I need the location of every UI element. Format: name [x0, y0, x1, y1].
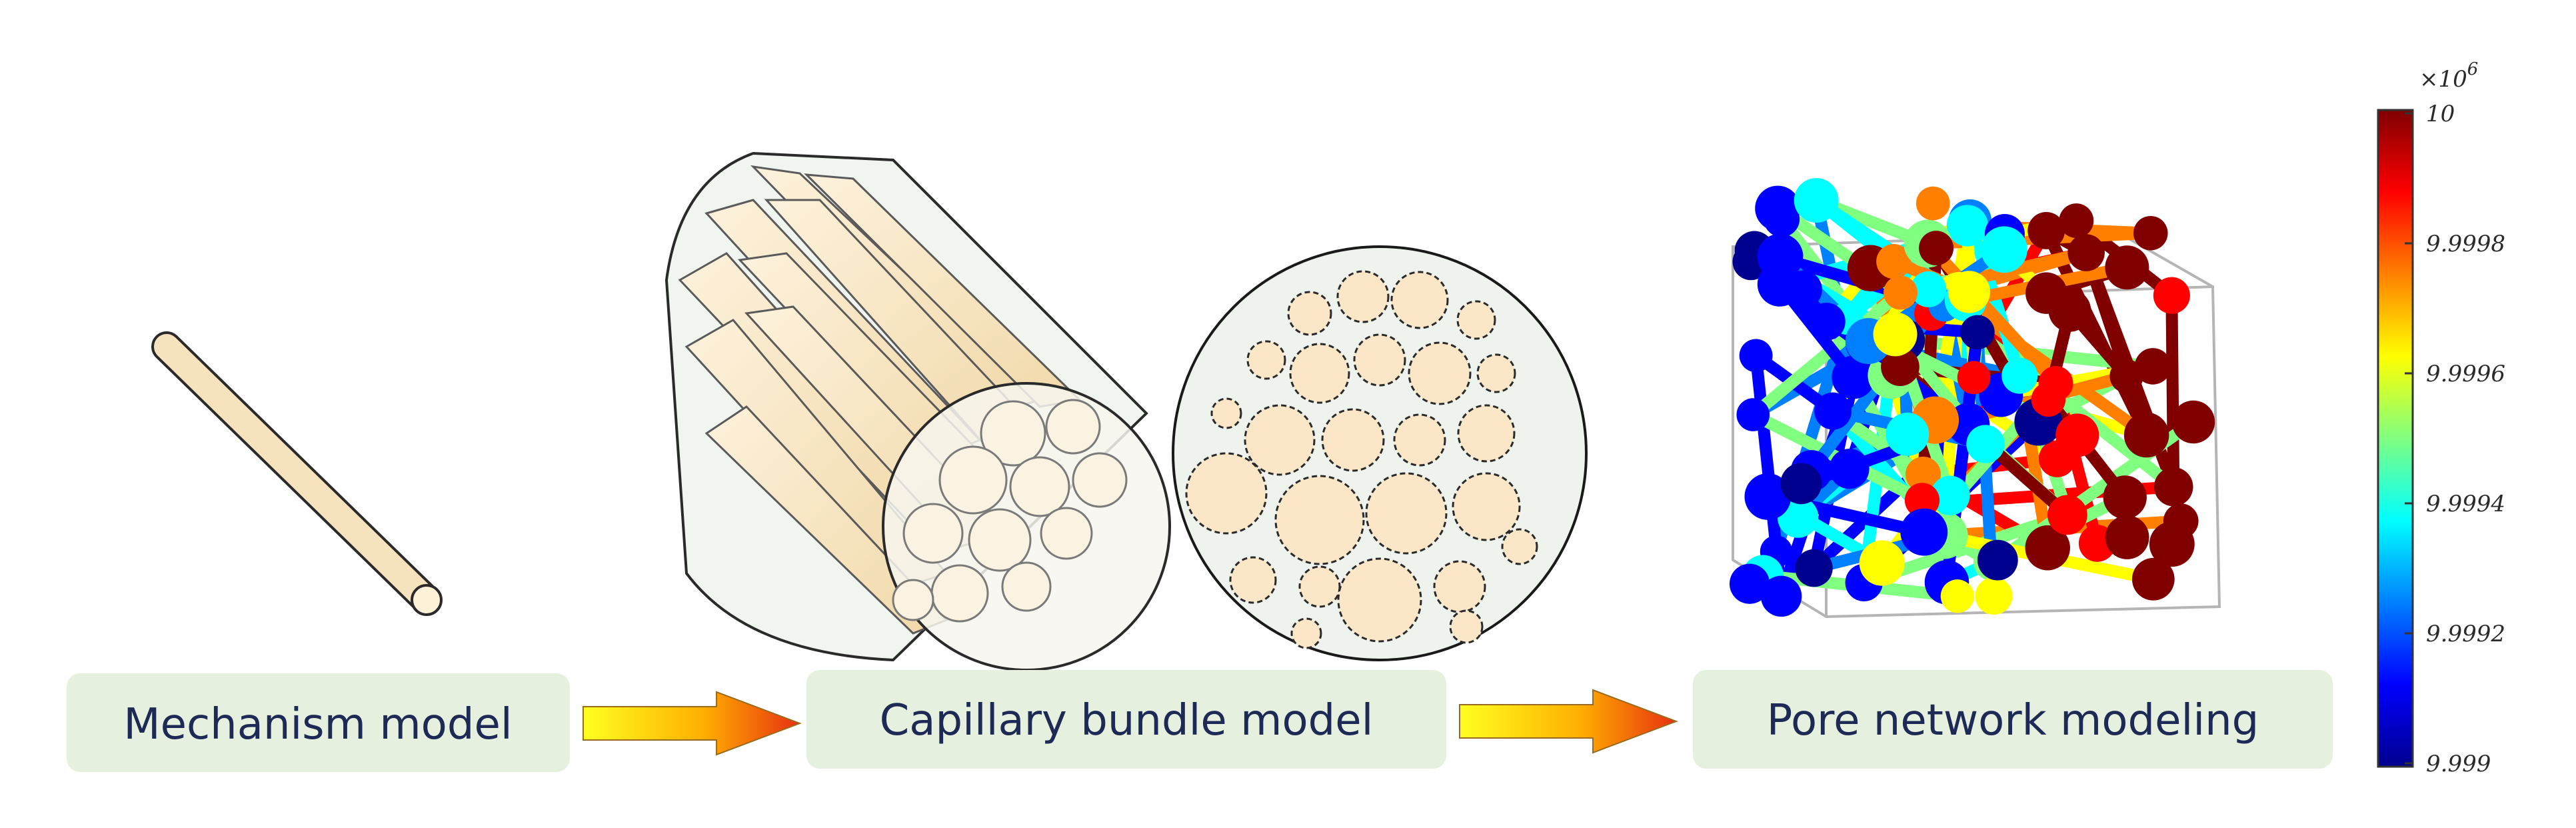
stage-label-2-text: Capillary bundle model — [880, 696, 1374, 745]
pore-body — [1808, 303, 1846, 341]
pore-body — [1905, 457, 1941, 493]
pore-body — [2038, 366, 2073, 401]
pore-body — [1780, 463, 1822, 505]
pore-body — [1794, 178, 1839, 223]
pore-body — [1947, 271, 1991, 313]
pore-body — [2131, 557, 2175, 601]
pore-body — [2067, 234, 2105, 271]
pore-body — [1940, 579, 1974, 613]
pore-body — [1832, 355, 1876, 399]
pore-body — [1873, 312, 1918, 357]
pore-body — [1814, 392, 1852, 430]
pore-body — [2105, 245, 2149, 290]
pore-body — [2133, 215, 2168, 251]
colorbar-tick-label: 9.9996 — [2426, 361, 2505, 387]
pore-body — [1904, 483, 1940, 518]
pore-body — [2163, 503, 2199, 539]
pore-body — [1739, 339, 1773, 373]
colorbar-tick-label: 9.9992 — [2426, 621, 2505, 647]
pore-body — [2027, 212, 2065, 249]
pore-body — [2134, 348, 2171, 385]
pore-body — [2123, 412, 2169, 458]
pore-body — [2048, 289, 2091, 332]
pore-body — [2059, 203, 2094, 238]
pore-body — [1916, 186, 1950, 221]
pore-body — [2109, 359, 2143, 393]
pore-body — [1760, 575, 1802, 617]
colorbar-tick-label: 9.999 — [2426, 751, 2491, 777]
capillary-bundle-3d — [664, 151, 1171, 671]
pore-body — [1744, 473, 1792, 520]
pore-body — [1975, 577, 2013, 615]
colorbar: ×106 10 9.9998 9.9996 9.9994 9.9992 9.999 — [2377, 59, 2505, 777]
pore-body — [1966, 425, 2005, 463]
pore-body — [2153, 467, 2193, 507]
pore-body — [2047, 495, 2087, 535]
pore-body — [1859, 540, 1905, 586]
pore-body — [1881, 347, 1920, 387]
pore-body — [2001, 357, 2038, 394]
pore-body — [1729, 563, 1770, 604]
pore-body — [1876, 244, 1912, 279]
pore-body — [2105, 515, 2149, 559]
colorbar-tick-label: 9.9998 — [2426, 231, 2505, 257]
pore-body — [1829, 449, 1870, 489]
pore-body — [1755, 185, 1801, 231]
pore-body — [2171, 400, 2215, 444]
pore-body — [1930, 475, 1970, 515]
pore-throat — [1922, 237, 2062, 390]
pore-body — [2055, 413, 2099, 457]
arrow-2 — [1459, 689, 1678, 754]
pore-body — [2103, 475, 2147, 519]
pore-body — [1960, 315, 1995, 350]
stage-label-3: Pore network modeling — [1693, 670, 2333, 769]
pore-body — [2153, 277, 2190, 314]
colorbar-tick-label: 10 — [2426, 101, 2455, 127]
pore-body — [1886, 413, 1930, 456]
pore-body — [2025, 525, 2070, 571]
colorbar-multiplier: ×106 — [2419, 59, 2478, 93]
pore-body — [1910, 271, 1947, 307]
arrow-1 — [583, 691, 802, 756]
pore-throat — [1747, 287, 1907, 421]
pore-body — [1900, 508, 1948, 556]
pore-body — [1977, 539, 2018, 581]
pore-body — [1981, 226, 2027, 273]
pore-body — [1757, 233, 1804, 280]
capillary-bundle-cross-section — [1172, 245, 1588, 661]
pore-body — [1795, 549, 1833, 587]
single-capillary-tube — [151, 331, 443, 616]
pore-throat — [2165, 289, 2180, 493]
stage-label-1-text: Mechanism model — [123, 700, 512, 749]
stage-label-1: Mechanism model — [67, 673, 570, 772]
stage-label-2: Capillary bundle model — [806, 670, 1446, 769]
pore-body — [1736, 398, 1770, 431]
pore-body — [1946, 205, 1988, 247]
pore-network — [1729, 178, 2221, 619]
pore-body — [1884, 275, 1918, 310]
colorbar-tick-label: 9.9994 — [2426, 491, 2505, 517]
pore-body — [1919, 231, 1954, 266]
pore-body — [1957, 361, 1991, 395]
stage-label-3-text: Pore network modeling — [1767, 696, 2259, 745]
